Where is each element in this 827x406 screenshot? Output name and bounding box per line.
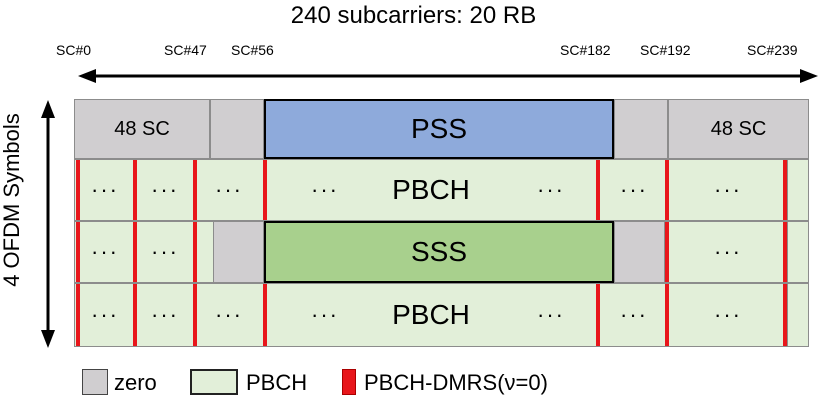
dmrs-line: [783, 222, 787, 282]
pbch-center-2: PBCH: [264, 283, 598, 347]
sss-label: SSS: [410, 236, 468, 267]
pbch-cell: [668, 221, 788, 283]
pbch-cell: [134, 159, 196, 221]
ellipsis: ···: [620, 302, 648, 327]
side-sc-label-left: 48 SC: [114, 117, 170, 140]
dmrs-line: [665, 284, 669, 346]
ellipsis: ···: [215, 302, 243, 327]
zero-block-gap-right: [614, 99, 668, 159]
diagram-title: 240 subcarriers: 20 RB: [290, 2, 537, 29]
pss-block: PSS: [264, 99, 614, 159]
dmrs-line: [263, 160, 267, 220]
zero-block-sss-right: [614, 221, 665, 283]
pbch-cell: [134, 283, 196, 347]
legend-label-zero: zero: [114, 370, 157, 395]
pbch-center-1: PBCH: [264, 159, 598, 221]
ellipsis: ···: [91, 239, 119, 264]
horizontal-double-arrow: [78, 69, 818, 83]
legend-swatch-pbch: [190, 369, 238, 395]
ellipsis: ···: [91, 302, 119, 327]
y-axis-label: 4 OFDM Symbols: [0, 113, 24, 287]
legend-swatch-dmrs: [342, 369, 356, 395]
dmrs-line: [665, 160, 669, 220]
sss-block: SSS: [264, 221, 614, 283]
pbch-cell: [668, 159, 788, 221]
ellipsis: ···: [91, 177, 119, 202]
sc-label-47: SC#47: [164, 42, 207, 58]
sc-label-56: SC#56: [231, 42, 274, 58]
dmrs-line: [133, 284, 137, 346]
legend-swatch-zero: [82, 369, 108, 395]
pbch-label-2: PBCH: [392, 299, 470, 330]
ellipsis: ···: [311, 302, 339, 327]
sc-label-0: SC#0: [56, 42, 92, 58]
dmrs-line: [665, 222, 669, 282]
zero-block-right: 48 SC: [668, 99, 809, 159]
zero-block-gap-left: [210, 99, 264, 159]
ellipsis: ···: [151, 239, 179, 264]
dmrs-line: [193, 160, 197, 220]
dmrs-line: [193, 284, 197, 346]
dmrs-line: [596, 284, 600, 346]
dmrs-line: [193, 222, 197, 282]
dmrs-line: [133, 222, 137, 282]
dmrs-line: [76, 284, 80, 346]
ellipsis: ···: [714, 302, 742, 327]
ellipsis: ···: [215, 177, 243, 202]
ellipsis: ···: [151, 177, 179, 202]
sc-label-182: SC#182: [560, 42, 611, 58]
ellipsis: ···: [311, 177, 339, 202]
vertical-double-arrow: [41, 100, 55, 348]
legend-label-dmrs: PBCH-DMRS(ν=0): [364, 370, 548, 395]
dmrs-line: [76, 222, 80, 282]
sc-label-239: SC#239: [747, 42, 798, 58]
ellipsis: ···: [151, 302, 179, 327]
dmrs-line: [263, 284, 267, 346]
dmrs-line: [783, 160, 787, 220]
pss-label: PSS: [410, 113, 468, 144]
zero-block-sss-left: [213, 221, 264, 283]
legend-label-pbch: PBCH: [246, 370, 308, 395]
ellipsis: ···: [714, 239, 742, 264]
side-sc-label-right: 48 SC: [710, 117, 767, 140]
dmrs-line: [783, 284, 787, 346]
ellipsis: ···: [537, 177, 565, 202]
dmrs-line: [76, 160, 80, 220]
ellipsis: ···: [537, 302, 565, 327]
ellipsis: ···: [714, 177, 742, 202]
ellipsis: ···: [620, 177, 648, 202]
dmrs-line: [133, 160, 137, 220]
dmrs-line: [596, 160, 600, 220]
sc-label-192: SC#192: [640, 42, 691, 58]
zero-block-left: 48 SC: [74, 99, 210, 159]
pbch-label-1: PBCH: [392, 174, 470, 205]
